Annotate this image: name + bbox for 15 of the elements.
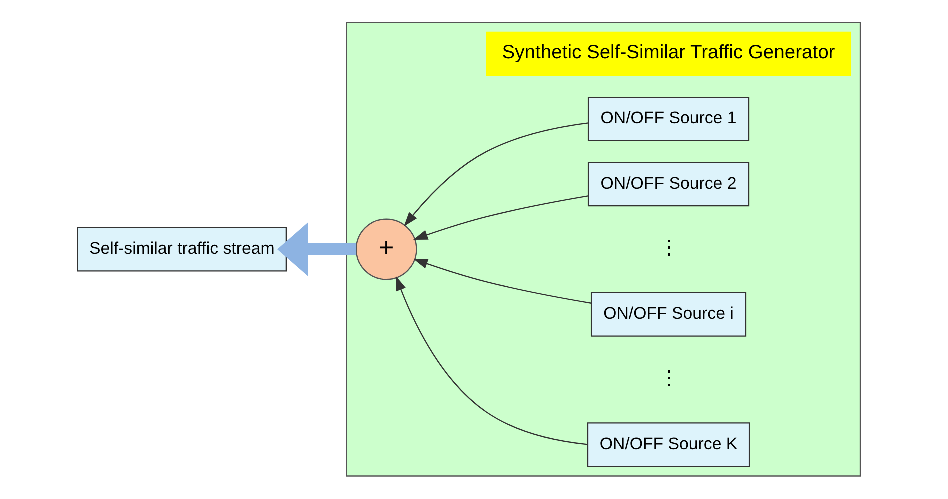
arrow bbox=[404, 122, 589, 227]
cluster bbox=[346, 22, 862, 477]
node-circle: + bbox=[356, 218, 418, 280]
node-box: ON/OFF Source 2 bbox=[588, 162, 750, 207]
arrow bbox=[413, 196, 588, 240]
node-box: Synthetic Self-Similar Traffic Generator bbox=[486, 32, 852, 76]
node-box: ON/OFF Source K bbox=[587, 422, 750, 468]
label: ⋮ bbox=[659, 368, 678, 390]
arrow bbox=[277, 222, 356, 276]
node-box: Self-similar traffic stream bbox=[77, 227, 288, 272]
arrow bbox=[413, 259, 592, 304]
label: ⋮ bbox=[659, 238, 678, 260]
node-box: ON/OFF Source i bbox=[590, 292, 747, 337]
node-box: ON/OFF Source 1 bbox=[588, 96, 750, 142]
arrow bbox=[396, 276, 588, 446]
